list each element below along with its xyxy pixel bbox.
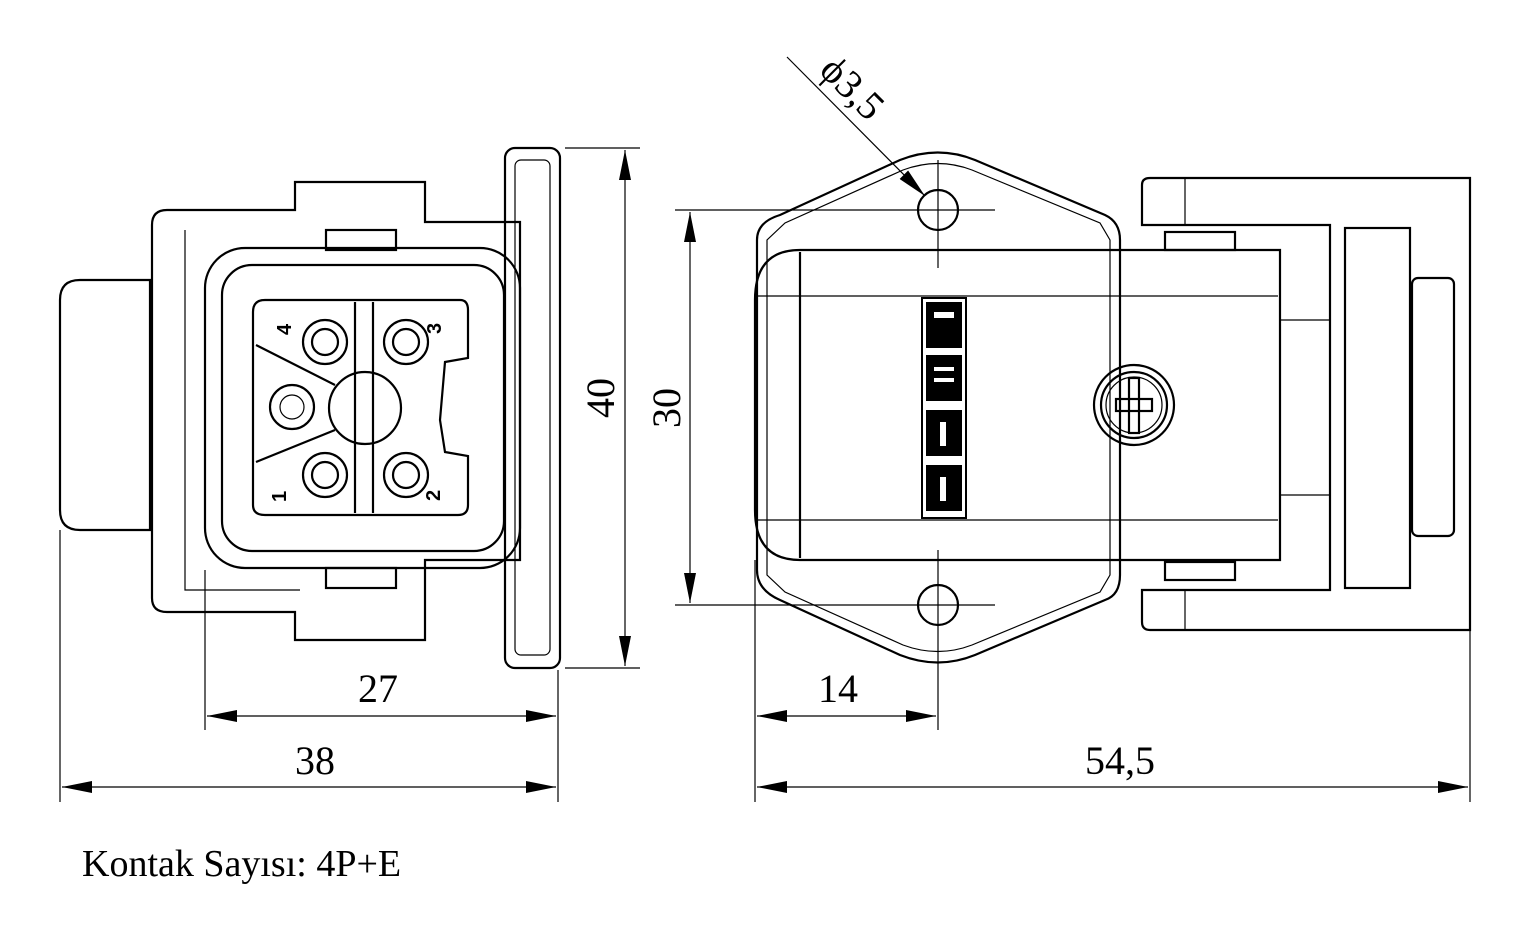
insert — [251, 298, 470, 517]
center-coding — [327, 370, 403, 446]
left-latch — [58, 278, 152, 532]
front-view: 4 3 1 2 — [58, 146, 562, 670]
dim-width-27: 27 — [358, 666, 398, 711]
pin-label-2: 2 — [423, 490, 445, 501]
housing-outline — [150, 180, 522, 642]
earth-contact — [268, 383, 316, 431]
contact-count-caption: Kontak Sayısı: 4P+E — [82, 843, 401, 885]
dim-offset-14: 14 — [818, 666, 858, 711]
dim-hole-diameter: ϕ3,5 — [812, 47, 894, 129]
screw-icon — [1092, 363, 1176, 447]
face-frame — [203, 246, 522, 570]
dim-height-30: 30 — [644, 388, 689, 428]
mounting-flange — [503, 146, 562, 670]
pin-label-1: 1 — [269, 491, 291, 502]
contact-pins — [301, 318, 430, 499]
hood — [753, 248, 1282, 562]
front-view-dimensions: 40 27 38 — [59, 147, 640, 802]
mounting-base — [755, 151, 1122, 664]
dim-width-38: 38 — [295, 738, 335, 783]
pin-label-3: 3 — [424, 323, 446, 334]
sewa-logo — [921, 297, 967, 519]
dim-height-40: 40 — [578, 378, 623, 418]
dim-width-54-5: 54,5 — [1085, 738, 1155, 783]
top-view — [753, 151, 1472, 664]
pin-label-4: 4 — [274, 323, 296, 335]
